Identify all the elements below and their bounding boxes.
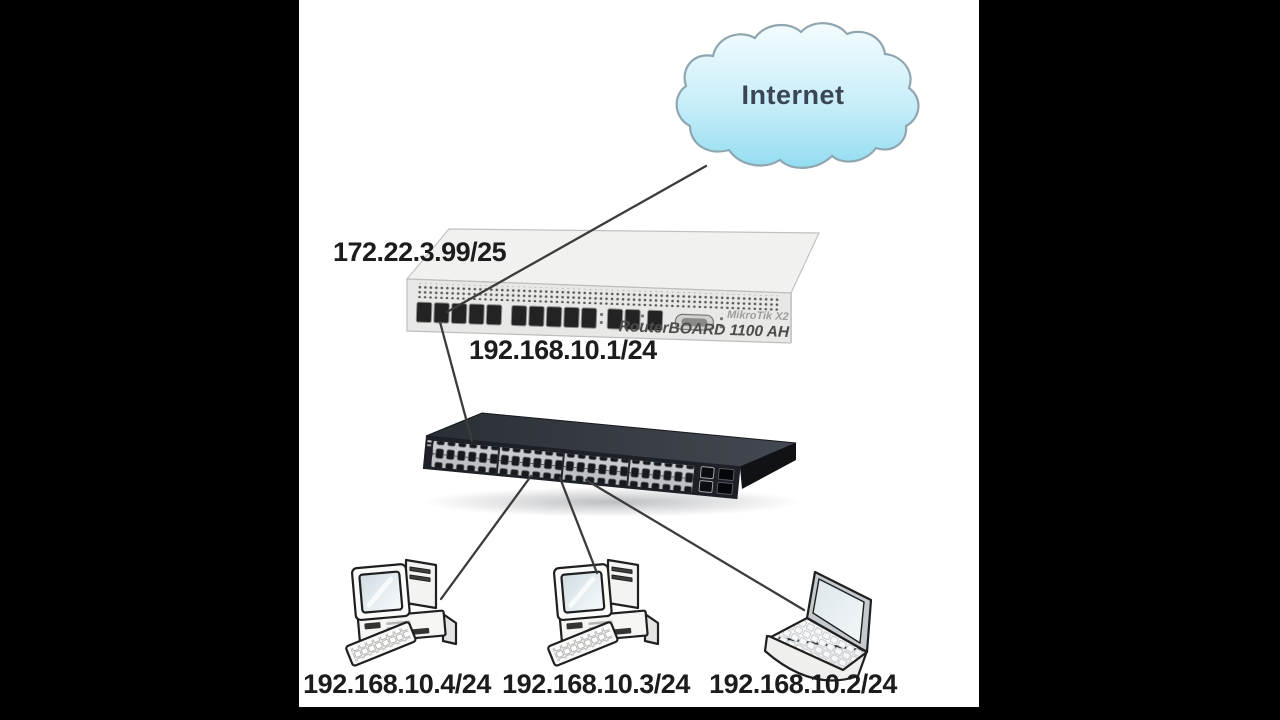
link-internet-to-router <box>445 164 708 314</box>
switch-reflection <box>422 487 802 517</box>
internet-cloud <box>675 22 920 169</box>
router-vent-grille <box>416 283 779 311</box>
desktop-pc-2 <box>547 560 658 666</box>
router-device: MikroTik X2 RouterBOARD 1100 AH <box>405 228 820 344</box>
internet-cloud-label: Internet <box>741 80 845 110</box>
link-switch-to-pc2 <box>558 476 599 575</box>
laptop-ip-label: 192.168.10.2/24 <box>709 669 897 699</box>
switch-uplink-ports <box>698 466 735 495</box>
link-switch-to-laptop <box>584 478 806 612</box>
link-router-to-switch <box>438 320 474 443</box>
desktop-pc-1 <box>345 560 456 666</box>
router-port-row: MikroTik X2 RouterBOARD 1100 AH <box>415 301 790 341</box>
router-wan-ip-label: 172.22.3.99/25 <box>333 237 507 267</box>
router-brand-text: MikroTik X2 <box>727 309 789 323</box>
router-lan-ip-label: 192.168.10.1/24 <box>469 335 657 365</box>
pc2-ip-label: 192.168.10.3/24 <box>502 669 690 699</box>
pc1-ip-label: 192.168.10.4/24 <box>303 669 491 699</box>
laptop-1 <box>763 570 873 682</box>
router-serial-port <box>674 313 715 331</box>
link-switch-to-pc1 <box>439 474 533 601</box>
router-model-text: RouterBOARD 1100 AH <box>618 318 790 341</box>
switch-device <box>422 412 802 517</box>
